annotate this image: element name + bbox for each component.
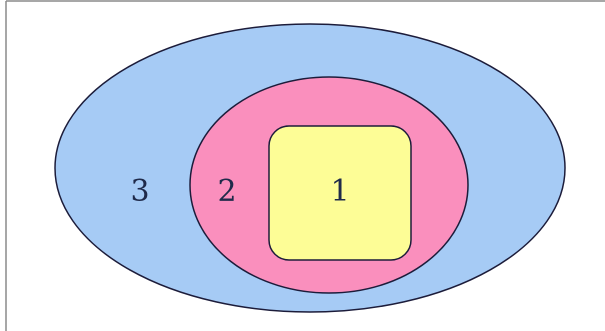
region-1-label: 1 xyxy=(330,174,349,209)
region-3-label: 3 xyxy=(130,174,149,209)
region-1-rounded-square xyxy=(268,125,412,261)
region-2-label: 2 xyxy=(217,174,236,209)
